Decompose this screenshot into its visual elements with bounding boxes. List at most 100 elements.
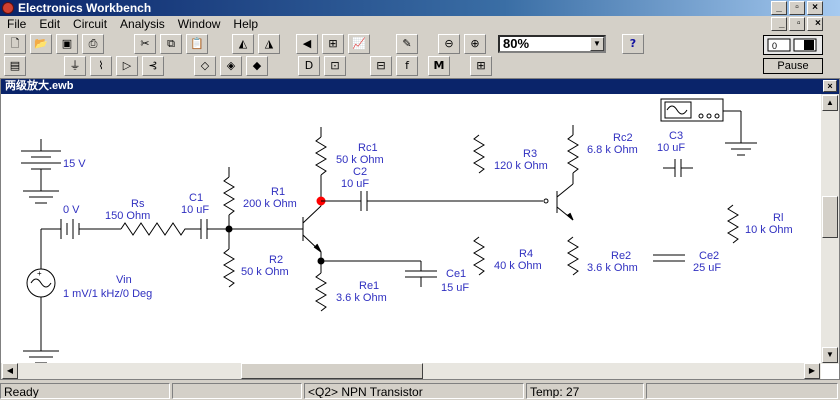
graph-icon[interactable]: 📈 — [348, 34, 370, 54]
app-close-button[interactable]: × — [807, 17, 823, 31]
battery-15v[interactable]: 15 V — [21, 139, 86, 204]
scroll-down-icon[interactable]: ▼ — [822, 347, 838, 363]
capacitor-c2[interactable] — [360, 191, 368, 211]
menu-circuit[interactable]: Circuit — [73, 17, 108, 31]
title-bar: Electronics Workbench _ ▫ × — [0, 0, 840, 16]
ac-source-vin[interactable]: + — [23, 268, 59, 364]
resistor-rl[interactable] — [727, 204, 739, 244]
maximize-button[interactable]: ▫ — [789, 1, 805, 15]
power-switch-icon: 0 — [767, 38, 817, 52]
rl-value: 10 k Ohm — [745, 224, 793, 236]
rc2-label: Rc2 — [613, 132, 633, 144]
horizontal-scroll-thumb[interactable] — [241, 363, 423, 379]
save-icon[interactable]: ▣ — [56, 34, 78, 54]
menu-edit[interactable]: Edit — [39, 17, 61, 31]
chevron-down-icon[interactable]: ▼ — [590, 37, 604, 51]
print-icon[interactable]: ⎙ — [82, 34, 104, 54]
c1-label: C1 — [189, 192, 203, 204]
paste-icon[interactable]: 📋 — [186, 34, 208, 54]
menu-file[interactable]: File — [7, 17, 27, 31]
resistor-re2[interactable] — [567, 236, 579, 276]
flip-vertical-icon[interactable]: ◀ — [296, 34, 318, 54]
schematic-canvas[interactable]: 15 V 0 V + Vin 1 mV/1 kHz/0 Deg — [1, 94, 821, 364]
vertical-scrollbar[interactable]: ▲ ▼ — [821, 94, 839, 364]
controls-bin-icon[interactable]: f — [396, 56, 418, 76]
component-properties-icon[interactable]: ✎ — [396, 34, 418, 54]
c2-value: 10 uF — [341, 178, 369, 190]
resistor-r4[interactable] — [473, 236, 485, 276]
document-title-bar: 两级放大.ewb × — [1, 79, 839, 94]
power-switch[interactable]: 0 — [763, 35, 823, 55]
favorites-bin-icon[interactable]: ▤ — [4, 56, 26, 76]
help-icon[interactable]: ? — [622, 34, 644, 54]
capacitor-c3[interactable] — [663, 159, 693, 177]
subcircuit-icon[interactable]: ⊞ — [322, 34, 344, 54]
r1-label: R1 — [271, 186, 285, 198]
digital-bin-icon[interactable]: ⊡ — [324, 56, 346, 76]
status-temp: Temp: 27 — [526, 383, 644, 399]
app-restore-button[interactable]: ▫ — [789, 17, 805, 31]
scroll-up-icon[interactable]: ▲ — [822, 95, 838, 111]
scroll-left-icon[interactable]: ◀ — [2, 363, 18, 379]
resistor-re1[interactable] — [315, 272, 327, 312]
resistor-rs[interactable] — [120, 222, 191, 236]
copy-icon[interactable]: ⧉ — [160, 34, 182, 54]
diodes-bin-icon[interactable]: ▷ — [116, 56, 138, 76]
resistor-r2[interactable] — [223, 248, 235, 288]
transistor-q2[interactable] — [543, 183, 574, 221]
close-button[interactable]: × — [807, 1, 823, 15]
transistors-bin-icon[interactable]: ⊰ — [142, 56, 164, 76]
analog-ic-bin-icon[interactable]: ◇ — [194, 56, 216, 76]
vertical-scroll-thumb[interactable] — [822, 196, 838, 238]
horizontal-scrollbar[interactable]: ◀ ▶ — [1, 363, 821, 379]
re1-value: 3.6 k Ohm — [336, 292, 387, 304]
menu-help[interactable]: Help — [233, 17, 259, 31]
oscilloscope-icon[interactable] — [660, 98, 757, 156]
capacitor-ce2[interactable] — [653, 254, 685, 262]
capacitor-c1[interactable] — [200, 219, 208, 239]
status-ready: Ready — [0, 383, 170, 399]
r1-value: 200 k Ohm — [243, 198, 297, 210]
cut-icon[interactable]: ✂ — [134, 34, 156, 54]
status-empty-2 — [646, 383, 838, 399]
new-file-icon[interactable]: 🗋 — [4, 34, 26, 54]
instruments-bin-icon[interactable]: ⊞ — [470, 56, 492, 76]
rs-value: 150 Ohm — [105, 210, 150, 222]
mixed-ic-bin-icon[interactable]: ◈ — [220, 56, 242, 76]
resistor-rc1[interactable] — [315, 136, 327, 176]
transistor-q1[interactable] — [302, 205, 322, 253]
menu-window[interactable]: Window — [177, 17, 221, 31]
resistor-rc2[interactable] — [567, 134, 579, 174]
open-folder-icon[interactable]: 📂 — [30, 34, 52, 54]
zoom-in-icon[interactable]: ⊕ — [464, 34, 486, 54]
minimize-button[interactable]: _ — [771, 1, 787, 15]
indicators-bin-icon[interactable]: ⊟ — [370, 56, 392, 76]
sources-bin-icon[interactable]: ⏚ — [64, 56, 86, 76]
menu-bar: File Edit Circuit Analysis Window Help _ ▫ × — [0, 16, 840, 32]
rc1-value: 50 k Ohm — [336, 154, 384, 166]
ce1-value: 15 uF — [441, 282, 469, 294]
status-bar: Ready <Q2> NPN Transistor Temp: 27 — [0, 382, 840, 400]
ce2-label: Ce2 — [699, 250, 719, 262]
resistor-r1[interactable] — [223, 176, 235, 216]
resistor-r3[interactable] — [473, 134, 485, 174]
ce1-label: Ce1 — [446, 268, 466, 280]
pause-button[interactable]: Pause — [763, 58, 823, 74]
flip-horizontal-icon[interactable]: ◮ — [258, 34, 280, 54]
logic-gates-bin-icon[interactable]: D — [298, 56, 320, 76]
capacitor-ce1[interactable] — [405, 270, 437, 278]
zoom-select[interactable]: 80%▼ — [498, 35, 606, 53]
basic-bin-icon[interactable]: ⌇ — [90, 56, 112, 76]
zoom-out-icon[interactable]: ⊖ — [438, 34, 460, 54]
vin-value: 1 mV/1 kHz/0 Deg — [63, 288, 152, 300]
menu-analysis[interactable]: Analysis — [120, 17, 165, 31]
rotate-icon[interactable]: ◭ — [232, 34, 254, 54]
scroll-right-icon[interactable]: ▶ — [804, 363, 820, 379]
misc-bin-icon[interactable]: M — [428, 56, 450, 76]
re2-label: Re2 — [611, 250, 631, 262]
digital-ic-bin-icon[interactable]: ◆ — [246, 56, 268, 76]
circuit-document: 两级放大.ewb × 15 V 0 V — [0, 78, 840, 380]
document-close-icon[interactable]: × — [823, 80, 837, 92]
rl-label: Rl — [773, 212, 783, 224]
app-minimize-button[interactable]: _ — [771, 17, 787, 31]
